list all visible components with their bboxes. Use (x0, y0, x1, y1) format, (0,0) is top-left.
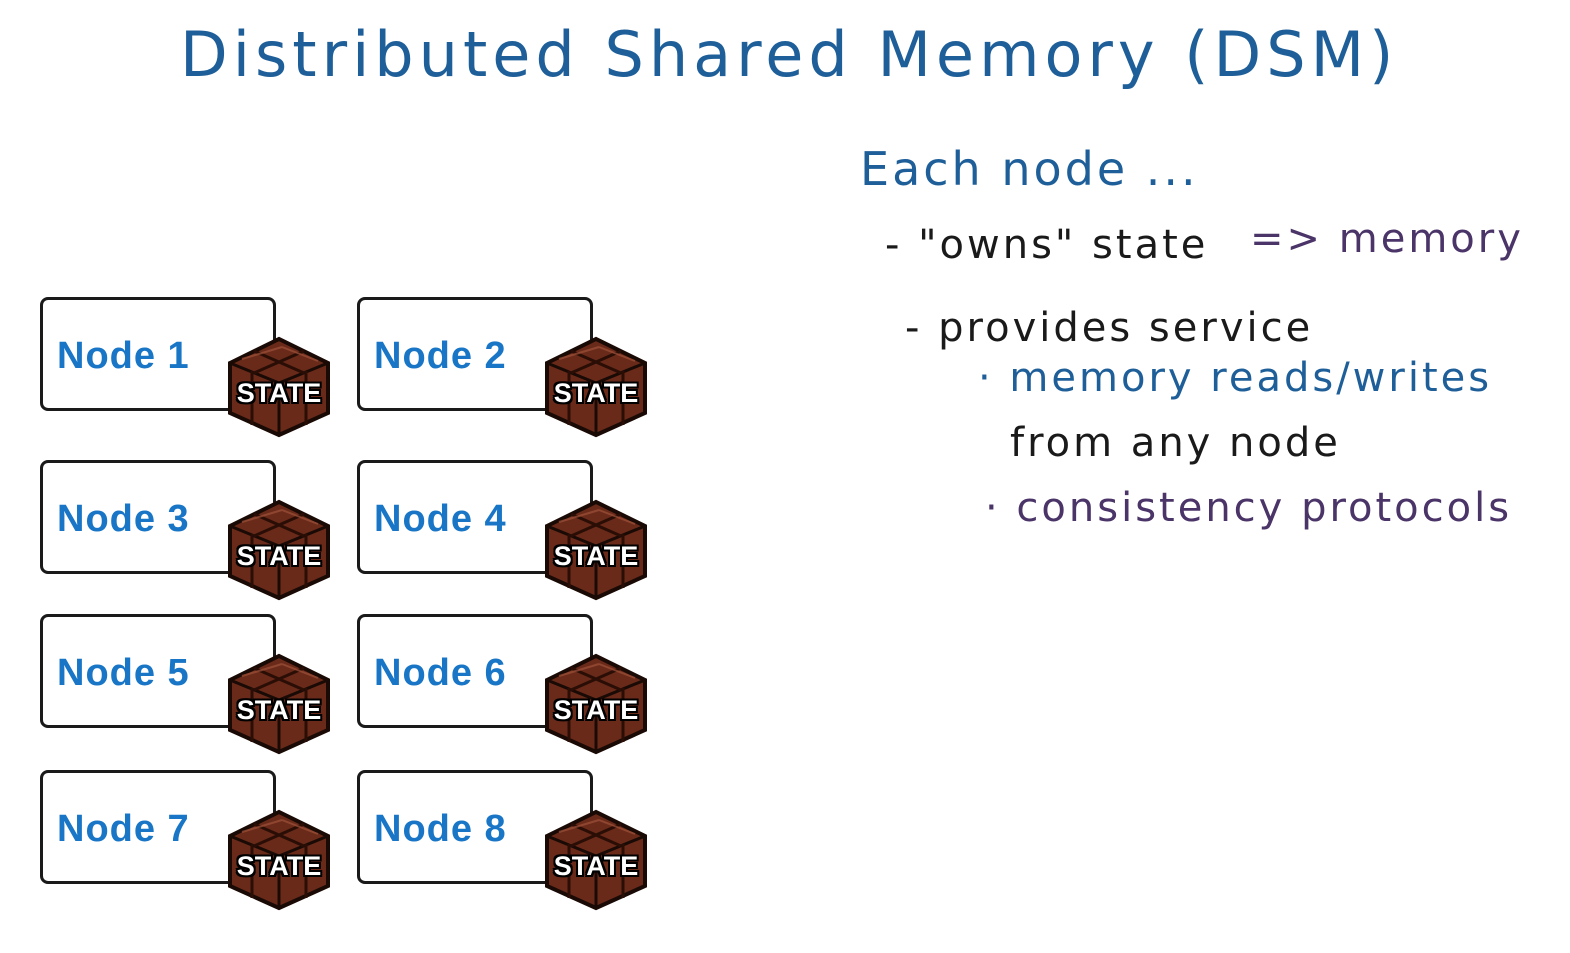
state-box-icon: STATE (539, 496, 653, 602)
node-label: Node 8 (374, 808, 507, 850)
bullet-provides-service: - provides service (905, 305, 1314, 351)
bullet-memory-arrow: => memory (1250, 216, 1524, 262)
sub-bullet-reads-writes: · memory reads/writes (978, 355, 1493, 401)
state-box-icon: STATE (539, 333, 653, 439)
state-box-icon: STATE (539, 650, 653, 756)
page-title: Distributed Shared Memory (DSM) (180, 18, 1399, 91)
node-box: Node 7 (40, 770, 276, 884)
state-box-icon: STATE (222, 650, 336, 756)
node-box: Node 4 (357, 460, 593, 574)
state-label: STATE (553, 695, 639, 725)
node-label: Node 3 (57, 498, 190, 540)
state-label: STATE (553, 541, 639, 571)
state-label: STATE (236, 695, 322, 725)
sub-bullet-from-any-node: from any node (1010, 420, 1341, 466)
node-box: Node 1 (40, 297, 276, 411)
node-label: Node 6 (374, 652, 507, 694)
node-box: Node 6 (357, 614, 593, 728)
node-label: Node 4 (374, 498, 507, 540)
node-label: Node 1 (57, 335, 190, 377)
state-label: STATE (236, 541, 322, 571)
node-label: Node 5 (57, 652, 190, 694)
bullet-owns-state: - "owns" state (885, 222, 1209, 268)
notes-heading: Each node ... (860, 142, 1199, 196)
state-label: STATE (236, 851, 322, 881)
node-label: Node 7 (57, 808, 190, 850)
state-box-icon: STATE (539, 806, 653, 912)
state-label: STATE (236, 378, 322, 408)
state-label: STATE (553, 851, 639, 881)
node-label: Node 2 (374, 335, 507, 377)
state-label: STATE (553, 378, 639, 408)
state-box-icon: STATE (222, 806, 336, 912)
state-box-icon: STATE (222, 333, 336, 439)
state-box-icon: STATE (222, 496, 336, 602)
sub-bullet-consistency: · consistency protocols (985, 485, 1513, 531)
